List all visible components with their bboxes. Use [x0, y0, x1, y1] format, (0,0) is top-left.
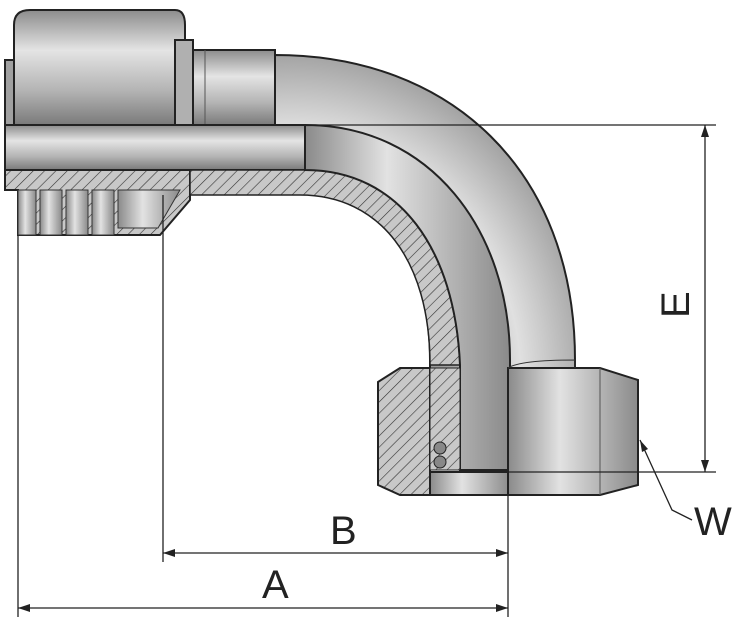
- dimension-lines: [17, 124, 716, 617]
- dimension-w-leader: [639, 439, 693, 521]
- elbow-tube: [4, 53, 576, 471]
- label-w: W: [694, 500, 732, 544]
- label-e: E: [654, 291, 698, 318]
- dimension-a: [18, 604, 508, 612]
- hose-serrations: [17, 189, 181, 236]
- label-b: B: [330, 509, 357, 553]
- o-ring: [433, 441, 447, 469]
- label-a: A: [262, 563, 289, 607]
- dimension-b: [163, 549, 508, 557]
- ferrule: [4, 9, 276, 236]
- hex-nut: [377, 359, 639, 496]
- dimension-e: [701, 125, 709, 472]
